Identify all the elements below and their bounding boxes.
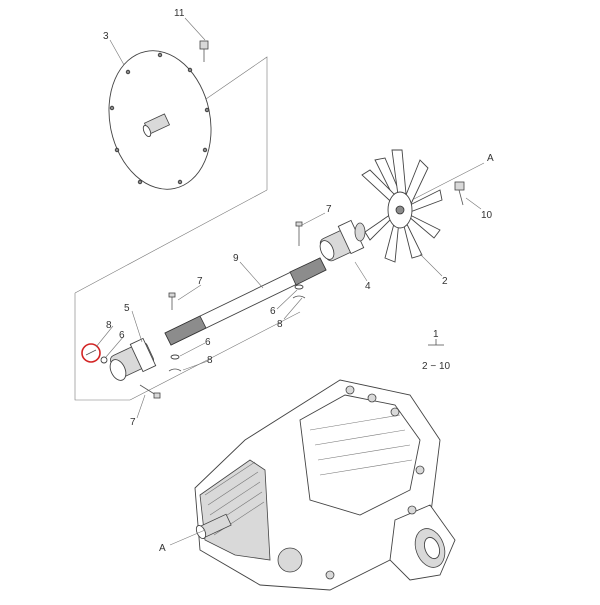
washer-part-6-left xyxy=(100,356,108,364)
callout-3: 3 xyxy=(103,31,109,42)
callout-5: 5 xyxy=(124,303,130,314)
callout-2: 2 xyxy=(442,276,448,287)
clip-part-8-mid xyxy=(292,295,306,299)
pin-part-7-top xyxy=(295,221,303,246)
callout-6-mid: 6 xyxy=(270,306,276,317)
bolt-part-10 xyxy=(454,181,465,206)
callout-range-2-10: 2 − 10 xyxy=(422,361,451,372)
highlighted-part-8[interactable] xyxy=(81,343,101,363)
pin-part-7-mid xyxy=(168,292,176,310)
joint-part-5 xyxy=(109,337,157,381)
callout-10: 10 xyxy=(481,210,493,221)
callout-7-top: 7 xyxy=(326,204,332,215)
callout-9: 9 xyxy=(233,253,239,264)
callout-1: 1 xyxy=(433,329,439,340)
callout-8-right: 8 xyxy=(207,355,213,366)
callout-6-left: 6 xyxy=(119,330,125,341)
callout-7-bottom: 7 xyxy=(130,417,136,428)
leader-lines xyxy=(95,162,485,546)
transmission-housing xyxy=(194,379,456,591)
callout-a-bottom: A xyxy=(159,543,166,554)
assembly-outline xyxy=(74,56,301,401)
fan-part-2 xyxy=(361,149,443,263)
callout-8-mid: 8 xyxy=(277,319,283,330)
bolt-part-11 xyxy=(184,17,209,62)
callout-labels: 11 3 A 7 10 9 2 4 7 6 8 5 8 6 6 8 7 1 2 … xyxy=(103,8,494,554)
callout-4: 4 xyxy=(365,281,371,292)
clip-part-8-right xyxy=(168,368,182,372)
shaft-part-9 xyxy=(164,257,327,346)
callout-6-right: 6 xyxy=(205,337,211,348)
joint-part-4 xyxy=(319,219,366,262)
callout-7-mid: 7 xyxy=(197,276,203,287)
callout-a-top: A xyxy=(487,153,494,164)
callout-11: 11 xyxy=(174,8,185,19)
disk-part-3 xyxy=(108,39,212,190)
washer-part-6-mid xyxy=(294,284,304,290)
pin-part-7-bottom xyxy=(139,384,161,399)
washer-part-6-right xyxy=(170,354,180,360)
callout-8-left: 8 xyxy=(106,320,112,331)
